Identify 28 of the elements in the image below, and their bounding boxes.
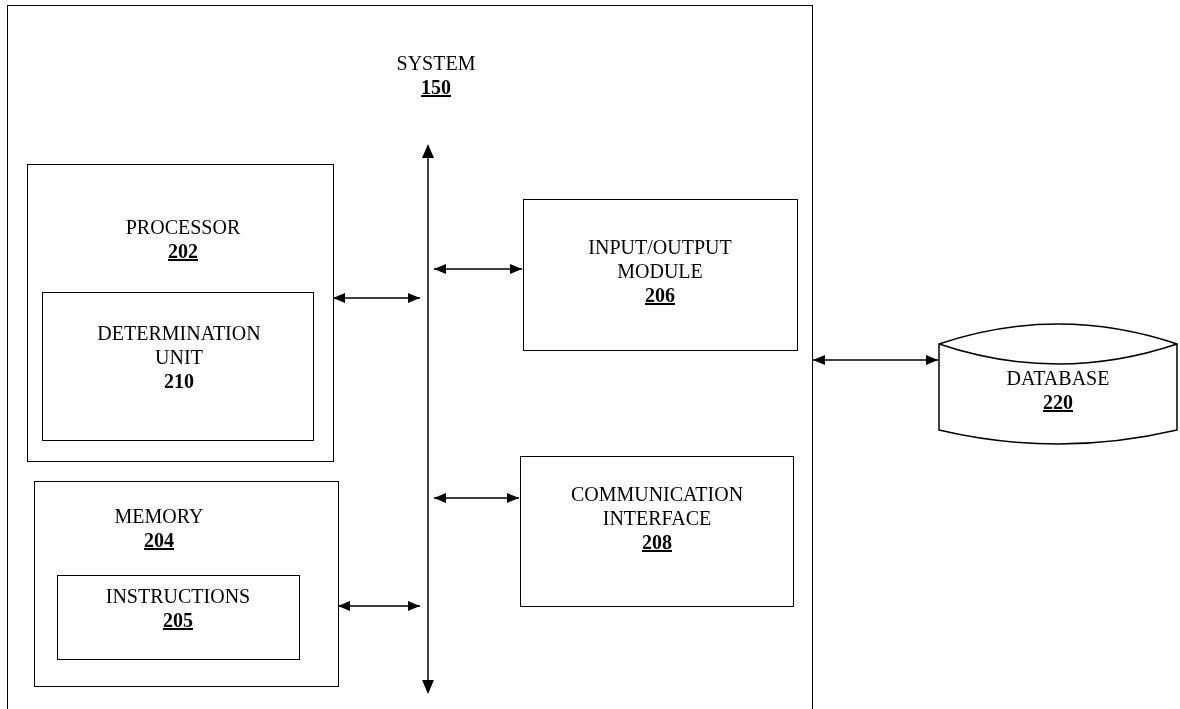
reference-number: 206	[644, 283, 676, 307]
component-box	[57, 575, 300, 660]
reference-number: 150	[420, 75, 452, 99]
component-label: INSTRUCTIONS	[104, 584, 252, 608]
component-label: MEMORY	[113, 504, 205, 528]
component-label: PROCESSOR	[124, 215, 242, 239]
double-arrow	[433, 493, 520, 503]
component-label: INPUT/OUTPUT MODULE	[587, 235, 733, 283]
component-box	[34, 481, 339, 687]
double-arrow	[332, 293, 421, 303]
reference-number: 208	[641, 530, 673, 554]
component-label: COMMUNICATION INTERFACE	[569, 482, 745, 530]
component-label: SYSTEM	[395, 51, 477, 75]
component-box	[7, 5, 813, 709]
component-box	[523, 199, 798, 351]
component-label: DETERMINATION UNIT	[96, 321, 262, 369]
component-box	[42, 292, 314, 441]
component-label: DATABASE	[1005, 366, 1111, 390]
double-arrow	[433, 264, 523, 274]
double-arrow	[812, 355, 939, 365]
reference-number: 210	[163, 369, 195, 393]
reference-number: 204	[143, 528, 175, 552]
reference-number: 205	[162, 608, 194, 632]
reference-number: 220	[1042, 390, 1074, 414]
reference-number: 202	[167, 239, 199, 263]
component-box	[27, 164, 334, 462]
component-box	[520, 456, 794, 607]
double-arrow	[337, 601, 421, 611]
